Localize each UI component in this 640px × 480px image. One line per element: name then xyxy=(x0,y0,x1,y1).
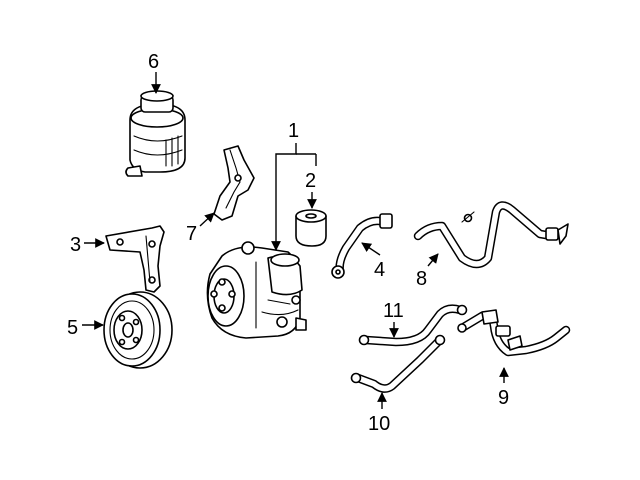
leader-8 xyxy=(427,253,439,267)
reservoir xyxy=(125,90,186,177)
return-hose xyxy=(413,201,569,269)
bracket xyxy=(213,145,255,221)
callout-2: 2 xyxy=(305,170,316,192)
callout-4: 4 xyxy=(374,259,385,281)
hose-assembly xyxy=(457,309,571,357)
pulley xyxy=(103,291,173,369)
leader-4 xyxy=(361,242,381,256)
mounting-bracket xyxy=(105,225,165,293)
callout-10: 10 xyxy=(368,413,390,435)
callout-9: 9 xyxy=(498,387,509,409)
pressure-hose xyxy=(331,213,393,279)
callout-1: 1 xyxy=(288,120,299,142)
callout-11: 11 xyxy=(383,300,404,322)
callout-5: 5 xyxy=(67,317,78,339)
return-pipe xyxy=(350,334,446,393)
callout-7: 7 xyxy=(186,223,197,245)
power-steering-pump xyxy=(206,241,307,339)
callout-6: 6 xyxy=(148,51,159,73)
callout-8: 8 xyxy=(416,268,427,290)
leader-7 xyxy=(199,212,215,227)
filter-cap xyxy=(295,209,327,247)
leader-1 xyxy=(271,143,297,251)
cooler-line xyxy=(358,304,468,347)
callout-3: 3 xyxy=(70,234,81,256)
